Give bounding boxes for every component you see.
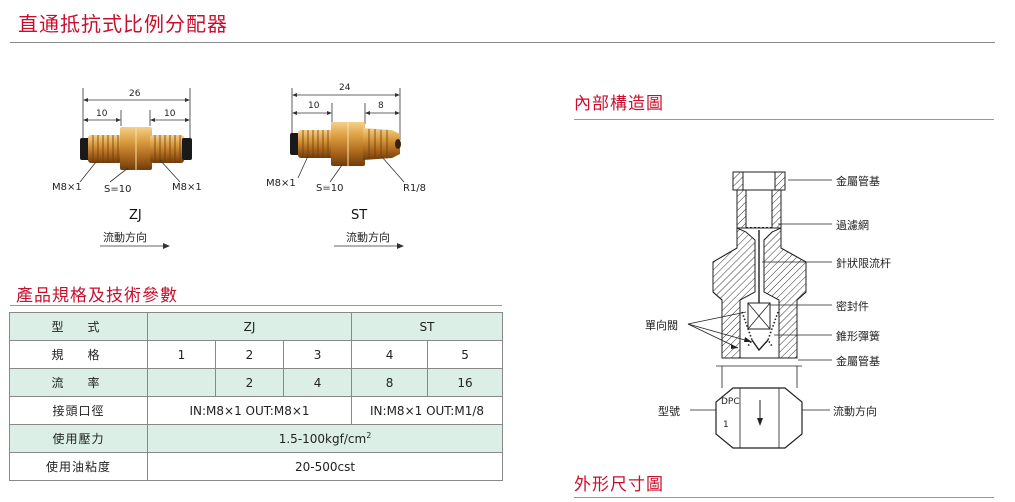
zj-fitting-image <box>80 127 192 170</box>
spec-cell: 3 <box>282 340 353 369</box>
st-thread-right: R1/8 <box>403 183 427 194</box>
label-seal: 密封件 <box>836 300 869 313</box>
st-model: ST <box>351 208 368 223</box>
port-st: IN:M8×1 OUT:M1/8 <box>351 396 504 425</box>
stamp-text: DPC <box>721 397 740 407</box>
st-dim-left: 10 <box>308 101 320 111</box>
zj-flow-label: 流動方向 <box>103 231 147 244</box>
rate-cell <box>147 368 216 397</box>
zj-dim-right: 10 <box>164 109 176 119</box>
spec-cell: 1 <box>147 340 216 369</box>
rate-cell: 16 <box>427 368 504 397</box>
table-row: 使用壓力 1.5-100kgf/cm2 <box>9 424 504 453</box>
type-st: ST <box>351 312 504 341</box>
label-check-valve: 單向閥 <box>645 319 678 332</box>
internal-structure-diagram <box>712 171 807 449</box>
label-cone-spring: 錐形彈簧 <box>836 330 880 343</box>
structure-divider <box>574 119 994 120</box>
rate-cell: 8 <box>351 368 429 397</box>
rate-cell: 4 <box>282 368 353 397</box>
st-dimensions <box>291 88 401 140</box>
viscosity-value: 20-500cst <box>146 452 504 481</box>
type-zj: ZJ <box>146 312 353 341</box>
row-label-viscosity: 使用油粘度 <box>9 452 148 481</box>
row-label-rate: 流 率 <box>9 368 148 397</box>
st-hex: S=10 <box>316 183 344 194</box>
zj-flow-arrow <box>100 243 170 249</box>
page-title: 直通抵抗式比例分配器 <box>18 12 228 36</box>
table-row: 規 格 1 2 3 4 5 <box>9 340 504 369</box>
st-thread-left: M8×1 <box>266 178 296 189</box>
st-flow-arrow <box>334 243 404 249</box>
table-row: 型 式 ZJ ST <box>9 312 504 341</box>
table-row: 接頭口徑 IN:M8×1 OUT:M8×1 IN:M8×1 OUT:M1/8 <box>9 396 504 425</box>
label-flow-dir: 流動方向 <box>833 405 877 418</box>
title-divider <box>10 42 995 43</box>
spec-cell: 4 <box>351 340 429 369</box>
label-metal-base-bottom: 金屬管基 <box>836 355 880 368</box>
label-needle: 針狀限流杆 <box>836 257 891 270</box>
label-filter: 過濾網 <box>836 219 869 232</box>
row-label-pressure: 使用壓力 <box>9 424 148 453</box>
spec-table: 型 式 ZJ ST 規 格 1 2 3 4 5 流 率 2 4 8 16 接頭口… <box>9 312 504 481</box>
label-metal-base-top: 金屬管基 <box>836 175 880 188</box>
label-model-no: 型號 <box>658 405 680 418</box>
zj-dim-total: 26 <box>129 89 141 99</box>
port-zj: IN:M8×1 OUT:M8×1 <box>146 396 353 425</box>
specs-divider <box>10 305 502 306</box>
pressure-sup: 2 <box>366 431 372 440</box>
st-fitting-image <box>290 122 401 166</box>
table-row: 流 率 2 4 8 16 <box>9 368 504 397</box>
table-row: 使用油粘度 20-500cst <box>9 452 504 481</box>
row-label-port: 接頭口徑 <box>9 396 148 425</box>
specs-title: 產品規格及技術參數 <box>16 286 178 306</box>
structure-title: 內部構造圖 <box>574 94 664 114</box>
rate-cell: 2 <box>215 368 284 397</box>
pressure-value: 1.5-100kgf/cm2 <box>146 424 504 453</box>
row-label-type: 型 式 <box>9 312 148 341</box>
zj-model: ZJ <box>129 208 142 223</box>
zj-hex: S=10 <box>104 184 132 195</box>
zj-thread-right: M8×1 <box>172 182 202 193</box>
outline-title: 外形尺寸圖 <box>574 475 664 495</box>
stamp-number: 1 <box>723 420 729 430</box>
row-label-spec: 規 格 <box>9 340 148 369</box>
st-flow-label: 流動方向 <box>346 231 390 244</box>
st-dim-right: 8 <box>378 101 384 111</box>
zj-dimensions <box>82 88 191 140</box>
spec-cell: 2 <box>215 340 284 369</box>
pressure-text: 1.5-100kgf/cm <box>278 432 367 446</box>
spec-cell: 5 <box>427 340 504 369</box>
outline-divider <box>574 497 994 498</box>
st-dim-total: 24 <box>339 83 351 93</box>
zj-thread-left: M8×1 <box>52 182 82 193</box>
zj-dim-left: 10 <box>96 109 108 119</box>
